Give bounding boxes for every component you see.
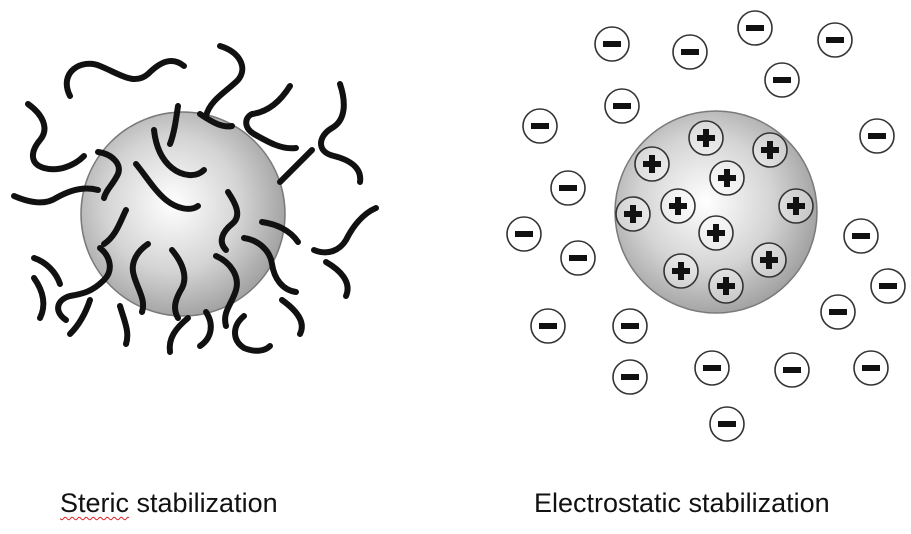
- negative-ion: [522, 108, 558, 144]
- steric-caption-rest: stabilization: [129, 488, 278, 518]
- polymer-chain: [323, 259, 351, 299]
- negative-ion: [530, 308, 566, 344]
- steric-caption-word: Steric: [60, 488, 130, 518]
- polymer-chain: [218, 189, 241, 253]
- negative-ion: [764, 62, 800, 98]
- polymer-chain: [197, 309, 214, 349]
- polymer-chain: [241, 235, 299, 295]
- polymer-chain: [133, 161, 201, 212]
- steric-caption: Steric stabilization: [60, 488, 278, 519]
- polymer-chain: [203, 43, 246, 119]
- polymer-chain: [117, 303, 131, 347]
- polymer-chain: [259, 219, 301, 245]
- polymer-chain: [311, 205, 379, 256]
- electrostatic-caption: Electrostatic stabilization: [534, 488, 830, 518]
- negative-ion: [843, 218, 879, 254]
- polymer-chain: [31, 275, 47, 321]
- positive-ion: [634, 146, 670, 182]
- negative-ion: [594, 26, 630, 62]
- polymer-chain: [67, 297, 93, 337]
- polymer-chain: [232, 313, 273, 354]
- positive-ion: [709, 160, 745, 196]
- polymer-chain: [11, 185, 101, 206]
- positive-ion: [660, 188, 696, 224]
- positive-ions: [615, 120, 814, 304]
- negative-ion: [604, 88, 640, 124]
- positive-ion: [615, 196, 651, 232]
- negative-ion: [550, 170, 586, 206]
- positive-ion: [688, 120, 724, 156]
- polymer-chain: [63, 57, 187, 99]
- negative-ion: [859, 118, 895, 154]
- polymer-chain: [129, 241, 151, 315]
- positive-ion: [752, 132, 788, 168]
- electrostatic-diagram: [506, 10, 906, 442]
- polymer-chain: [31, 255, 63, 287]
- positive-ion: [698, 215, 734, 251]
- negative-ion: [560, 240, 596, 276]
- positive-ion: [751, 242, 787, 278]
- steric-diagram: [11, 43, 379, 355]
- polymer-chain: [95, 149, 122, 201]
- negative-ion: [817, 22, 853, 58]
- polymer-chain: [166, 315, 191, 355]
- positive-ion: [778, 188, 814, 224]
- negative-ion: [737, 10, 773, 46]
- positive-ion: [663, 253, 699, 289]
- negative-ion: [853, 350, 889, 386]
- polymer-chain: [197, 111, 235, 130]
- polymer-chain: [101, 207, 129, 247]
- negative-ion: [709, 406, 745, 442]
- polymer-chain: [151, 127, 207, 178]
- negative-ion: [672, 34, 708, 70]
- polymer-chain: [25, 101, 87, 173]
- polymer-chain: [167, 103, 181, 147]
- polymer-chain: [279, 297, 305, 337]
- negative-ion: [506, 216, 542, 252]
- negative-ion: [820, 294, 856, 330]
- negative-ion: [694, 350, 730, 386]
- positive-ion: [708, 268, 744, 304]
- polymer-chains: [11, 43, 379, 355]
- polymer-chain: [55, 245, 113, 323]
- polymer-chain: [169, 247, 188, 321]
- polymer-chain: [318, 81, 364, 185]
- negative-ion: [612, 359, 648, 395]
- polymer-chain: [277, 147, 315, 185]
- negative-ions: [506, 10, 906, 442]
- polymer-chain: [243, 83, 299, 152]
- negative-ion: [870, 268, 906, 304]
- negative-ion: [612, 308, 648, 344]
- negative-ion: [774, 352, 810, 388]
- polymer-chain: [213, 253, 240, 329]
